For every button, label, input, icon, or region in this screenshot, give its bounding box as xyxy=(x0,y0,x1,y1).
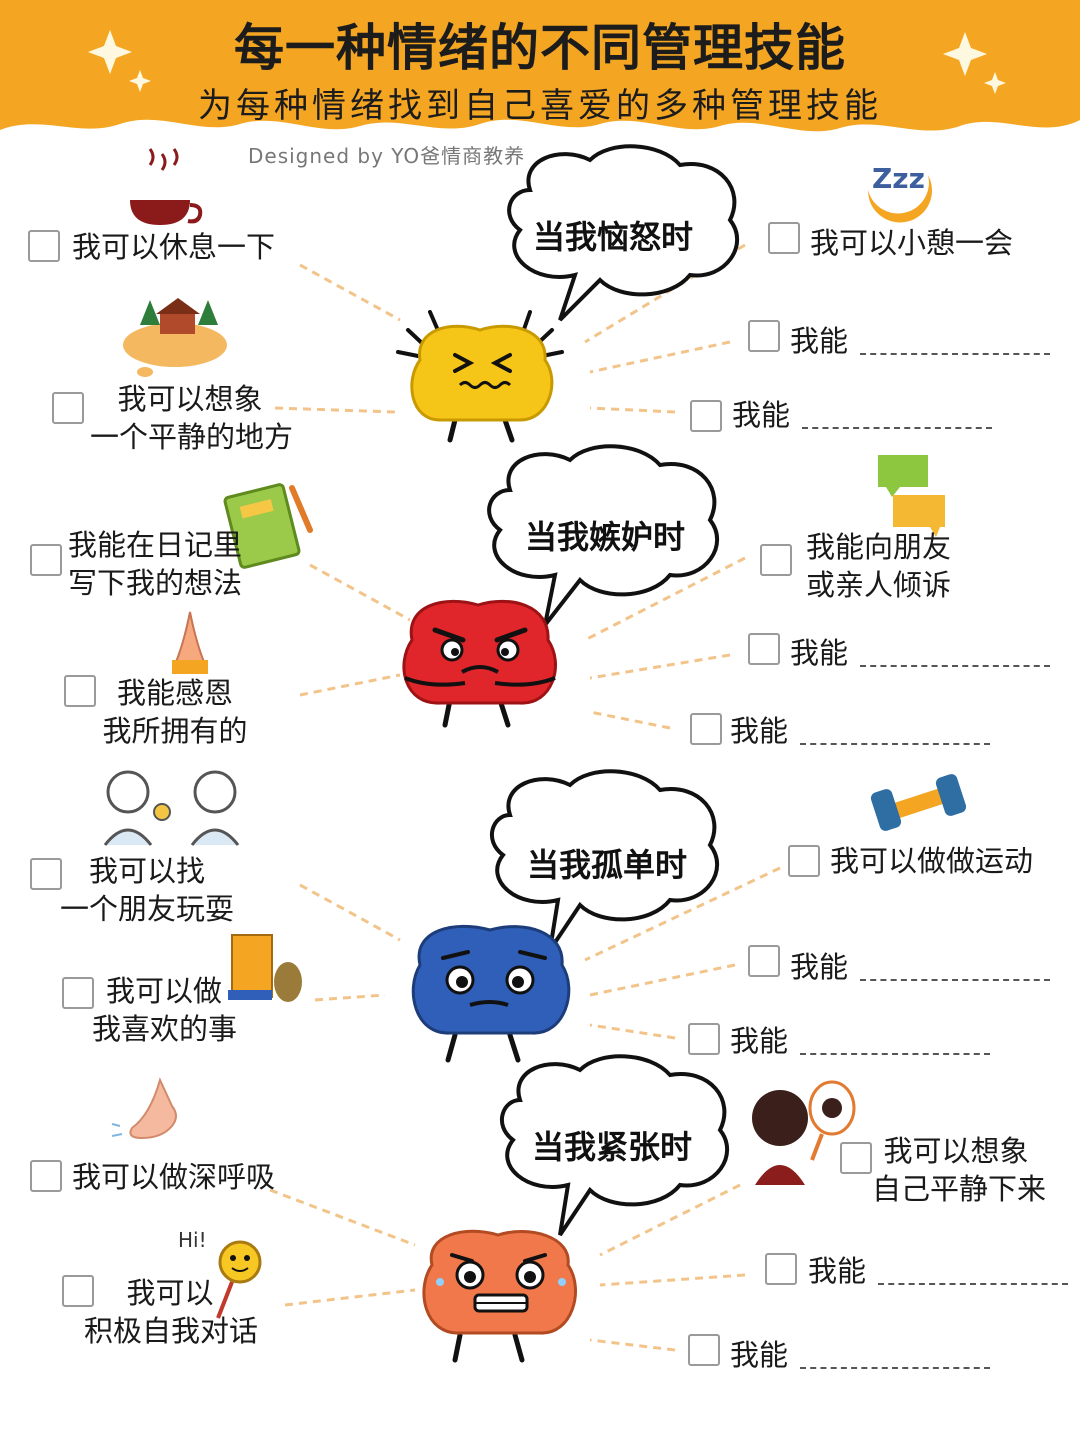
checkbox-custom-2b[interactable] xyxy=(690,713,722,745)
checkbox-custom-1b[interactable] xyxy=(690,400,722,432)
checkbox-custom-3b[interactable] xyxy=(688,1023,720,1055)
checkbox-imagine-calm[interactable] xyxy=(840,1142,872,1174)
books-palette-icon xyxy=(228,934,302,1002)
option-nap: 我可以小憩一会 xyxy=(810,226,1014,260)
checkbox-hobby[interactable] xyxy=(62,977,94,1009)
checkbox-nap[interactable] xyxy=(768,222,800,254)
option-self-talk: 我可以 积极自我对话 xyxy=(84,1276,259,1348)
option-gratitude: 我能感恩 我所拥有的 xyxy=(102,676,248,748)
calm-place-icon xyxy=(123,298,227,377)
custom-skill-4a[interactable]: 我能 xyxy=(808,1252,1069,1290)
sleep-moon-icon xyxy=(867,175,932,223)
custom-skill-2a[interactable]: 我能 xyxy=(790,634,1051,672)
brain-lonely xyxy=(411,924,571,1063)
smiley-icon xyxy=(216,1240,262,1319)
two-friends-icon xyxy=(103,770,240,846)
option-journal: 我能在日记里 写下我的想法 xyxy=(68,528,243,600)
checkbox-custom-1a[interactable] xyxy=(748,320,780,352)
emotion-label-jealous: 当我嫉妒时 xyxy=(524,518,685,556)
checkbox-custom-3a[interactable] xyxy=(748,945,780,977)
header-band xyxy=(0,0,1080,132)
emotion-label-annoyed: 当我恼怒时 xyxy=(532,218,693,256)
custom-skill-1b[interactable]: 我能 xyxy=(732,396,993,434)
speech-bubble-4 xyxy=(500,1054,730,1237)
hi-greeting-label: Hi! xyxy=(178,1228,207,1252)
dumbbell-icon xyxy=(870,774,967,831)
checkbox-custom-2a[interactable] xyxy=(748,633,780,665)
teacup-icon xyxy=(130,148,203,225)
checkbox-custom-4b[interactable] xyxy=(688,1334,720,1366)
mirror-girl-icon xyxy=(752,1080,856,1185)
option-hobby: 我可以做 我喜欢的事 xyxy=(92,974,238,1046)
option-imagine-calm: 我可以想象 自己平静下来 xyxy=(872,1134,1047,1206)
checkbox-journal[interactable] xyxy=(30,544,62,576)
checkbox-self-talk[interactable] xyxy=(62,1275,94,1307)
option-calm-place: 我可以想象 一个平静的地方 xyxy=(90,382,294,454)
speech-bubble-2 xyxy=(487,444,720,627)
checkbox-play-friend[interactable] xyxy=(30,858,62,890)
custom-skill-1a[interactable]: 我能 xyxy=(790,322,1051,360)
checkbox-gratitude[interactable] xyxy=(64,675,96,707)
option-deep-breath: 我可以做深呼吸 xyxy=(72,1160,276,1194)
nose-icon xyxy=(111,1077,177,1140)
checkbox-rest[interactable] xyxy=(28,230,60,262)
checkbox-talk-friend[interactable] xyxy=(760,544,792,576)
checkbox-custom-4a[interactable] xyxy=(765,1253,797,1285)
chat-bubbles-icon xyxy=(878,455,945,537)
checkbox-calm-place[interactable] xyxy=(52,392,84,424)
sparkle-icon xyxy=(88,30,1006,94)
option-play-friend: 我可以找 一个朋友玩耍 xyxy=(59,854,234,926)
brain-nervous xyxy=(422,1229,577,1363)
emotion-label-lonely: 当我孤单时 xyxy=(526,846,687,884)
custom-skill-2b[interactable]: 我能 xyxy=(730,712,991,750)
checkbox-deep-breath[interactable] xyxy=(30,1160,62,1192)
option-rest: 我可以休息一下 xyxy=(72,230,276,264)
option-exercise: 我可以做做运动 xyxy=(830,844,1034,878)
custom-skill-4b[interactable]: 我能 xyxy=(730,1336,991,1374)
page-subtitle: 为每种情绪找到自己喜爱的多种管理技能 xyxy=(198,86,882,126)
option-talk-friend: 我能向朋友 或亲人倾诉 xyxy=(806,530,952,602)
designer-credit: Designed by YO爸情商教养 xyxy=(248,144,526,168)
emotion-label-nervous: 当我紧张时 xyxy=(531,1128,692,1166)
checkbox-exercise[interactable] xyxy=(788,845,820,877)
custom-skill-3b[interactable]: 我能 xyxy=(730,1022,991,1060)
praying-hands-icon xyxy=(172,611,208,674)
brain-annoyed xyxy=(410,324,554,443)
notebook-icon xyxy=(223,483,313,569)
custom-skill-3a[interactable]: 我能 xyxy=(790,948,1051,986)
brain-jealous xyxy=(402,599,557,728)
speech-bubble-3 xyxy=(490,769,720,952)
zzz-icon: Zzz xyxy=(872,162,925,195)
page-title: 每一种情绪的不同管理技能 xyxy=(234,19,846,77)
speech-bubble-1 xyxy=(507,144,740,322)
